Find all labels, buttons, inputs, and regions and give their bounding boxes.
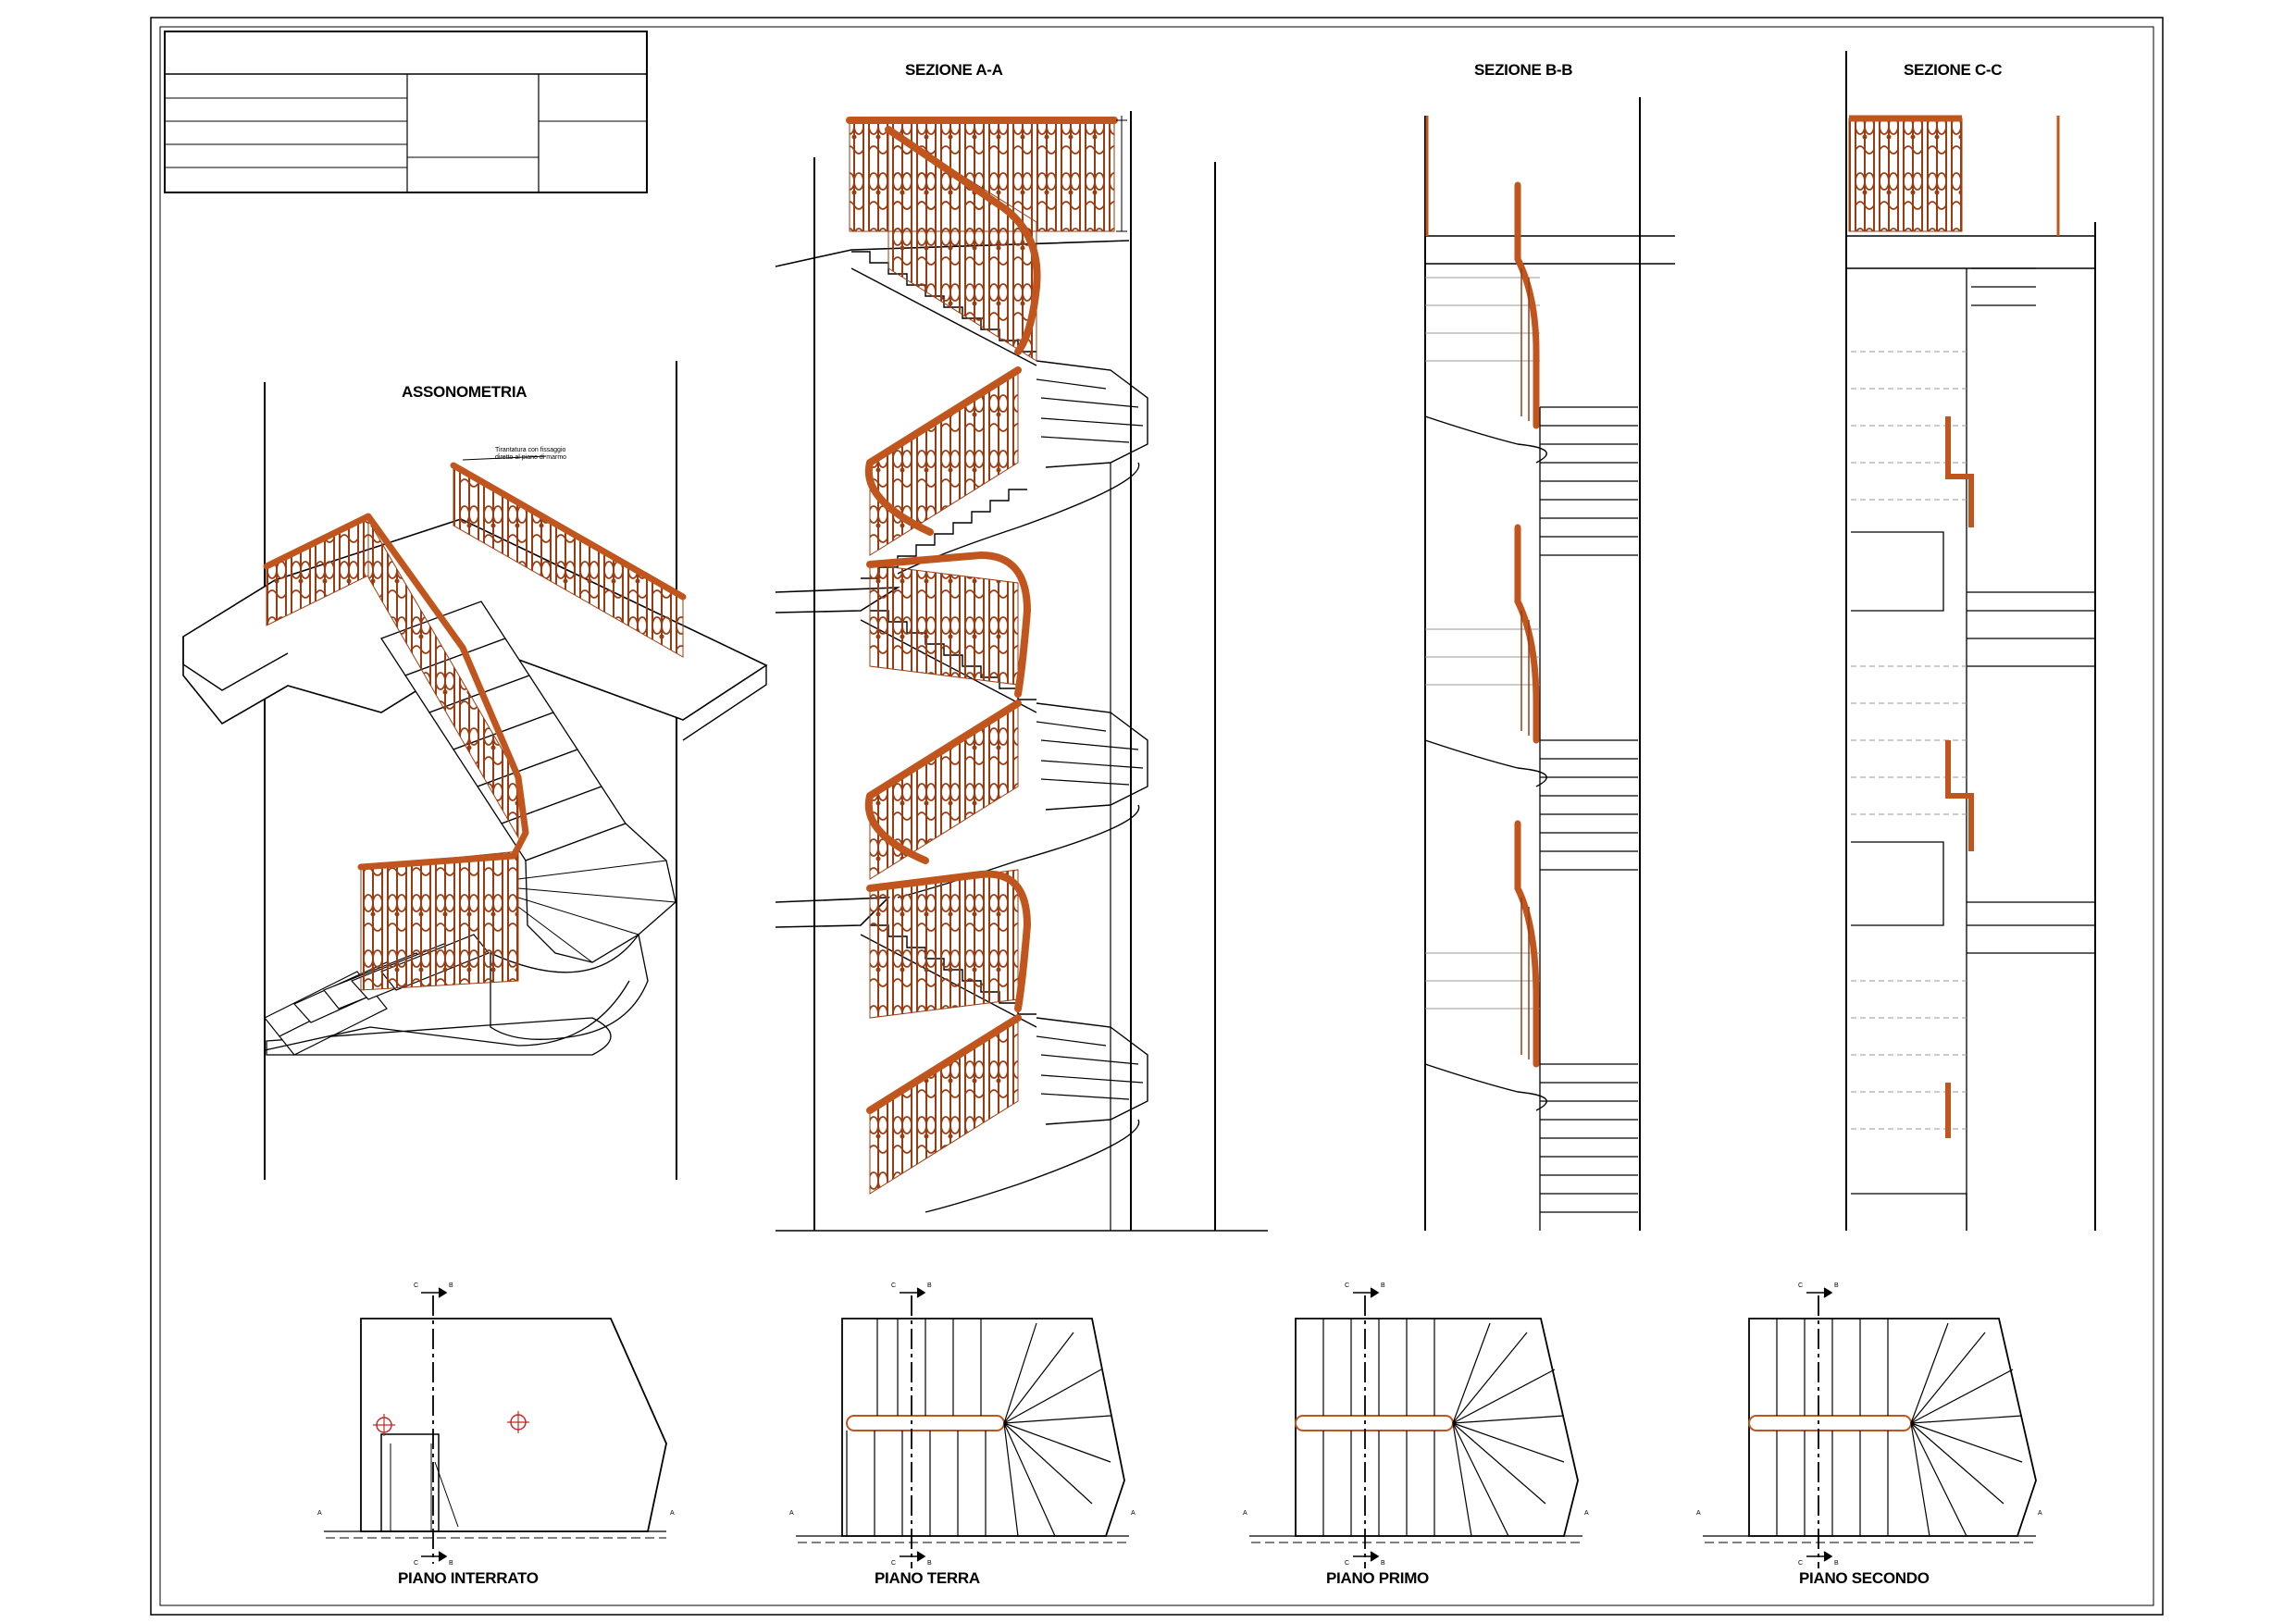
aa-winder-3 <box>1036 1017 1148 1125</box>
aa-railing-r1 <box>887 129 1037 362</box>
section-cc-view <box>1845 51 2096 1231</box>
plan-label-secondo: PIANO SECONDO <box>1799 1569 1930 1587</box>
section-aa-view <box>775 111 1268 1232</box>
aa-railing-r6 <box>869 1017 1019 1195</box>
mark-c-1-bot: C <box>414 1560 419 1567</box>
section-cc-title: SEZIONE C-C <box>1904 61 2003 79</box>
plan-label-interrato: PIANO INTERRATO <box>398 1569 539 1587</box>
axonometry-view <box>182 361 768 1180</box>
section-bb-title: SEZIONE B-B <box>1474 61 1573 79</box>
mark-a-2-right: A <box>1131 1510 1136 1517</box>
aa-handrails <box>846 117 1118 1114</box>
mark-c-2-top: C <box>891 1282 897 1289</box>
axonometry-note-line2: diretto al piano di marmo <box>495 454 567 461</box>
aa-railing-r5 <box>869 869 1019 1019</box>
cc-stairs <box>1851 267 2095 1231</box>
cc-railing-top <box>1848 118 1963 232</box>
mark-b-2-top: B <box>927 1282 932 1289</box>
plan-primo <box>1249 1295 1582 1568</box>
mark-c-4-top: C <box>1798 1282 1804 1289</box>
plan-secondo <box>1703 1295 2037 1568</box>
mark-b-1-top: B <box>449 1282 453 1289</box>
section-bb-view <box>1424 97 1675 1231</box>
mark-c-3-top: C <box>1345 1282 1350 1289</box>
aa-winder-1 <box>1036 360 1148 468</box>
axo-handrail <box>263 513 529 871</box>
mark-b-2-bot: B <box>927 1560 932 1567</box>
axo-railing-bottom <box>360 850 519 991</box>
plan-interrato <box>324 1295 667 1564</box>
cc-hidden-lines <box>1851 351 1967 1130</box>
mark-a-1-left: A <box>317 1510 322 1517</box>
bb-flights <box>1539 406 1638 1231</box>
outer-border <box>150 17 2164 1616</box>
mark-a-1-right: A <box>670 1510 675 1517</box>
aa-railing-r3 <box>869 564 1019 686</box>
mark-b-4-bot: B <box>1834 1560 1839 1567</box>
mark-c-4-bot: C <box>1798 1560 1804 1567</box>
mark-c-1-top: C <box>414 1282 419 1289</box>
axonometry-title: ASSONOMETRIA <box>402 383 527 401</box>
axo-railing-flight <box>367 518 519 839</box>
plan-terra <box>796 1295 1129 1568</box>
mark-a-3-left: A <box>1243 1510 1247 1517</box>
mark-b-3-bot: B <box>1381 1560 1385 1567</box>
cc-handrails <box>1945 416 1974 1138</box>
bb-handrails <box>1514 181 1540 1068</box>
mark-c-3-bot: C <box>1345 1560 1350 1567</box>
title-block <box>164 31 648 193</box>
aa-railing-r4 <box>869 702 1019 880</box>
mark-a-2-left: A <box>789 1510 794 1517</box>
aa-winder-2 <box>1036 702 1148 811</box>
axonometry-note: Tirantatura con fissaggio diretto al pia… <box>495 447 566 462</box>
mark-b-1-bot: B <box>449 1560 453 1567</box>
mark-c-2-bot: C <box>891 1560 897 1567</box>
mark-a-4-left: A <box>1696 1510 1701 1517</box>
plan-label-primo: PIANO PRIMO <box>1326 1569 1429 1587</box>
mark-b-3-top: B <box>1381 1282 1385 1289</box>
aa-railing-r2 <box>869 369 1019 556</box>
inner-border <box>159 26 2154 1606</box>
mark-b-4-top: B <box>1834 1282 1839 1289</box>
section-markers <box>421 1287 1833 1562</box>
axonometry-note-line1: Tirantatura con fissaggio <box>495 447 566 453</box>
section-aa-title: SEZIONE A-A <box>905 61 1003 79</box>
mark-a-3-right: A <box>1584 1510 1589 1517</box>
mark-a-4-right: A <box>2038 1510 2042 1517</box>
plan-label-terra: PIANO TERRA <box>875 1569 980 1587</box>
